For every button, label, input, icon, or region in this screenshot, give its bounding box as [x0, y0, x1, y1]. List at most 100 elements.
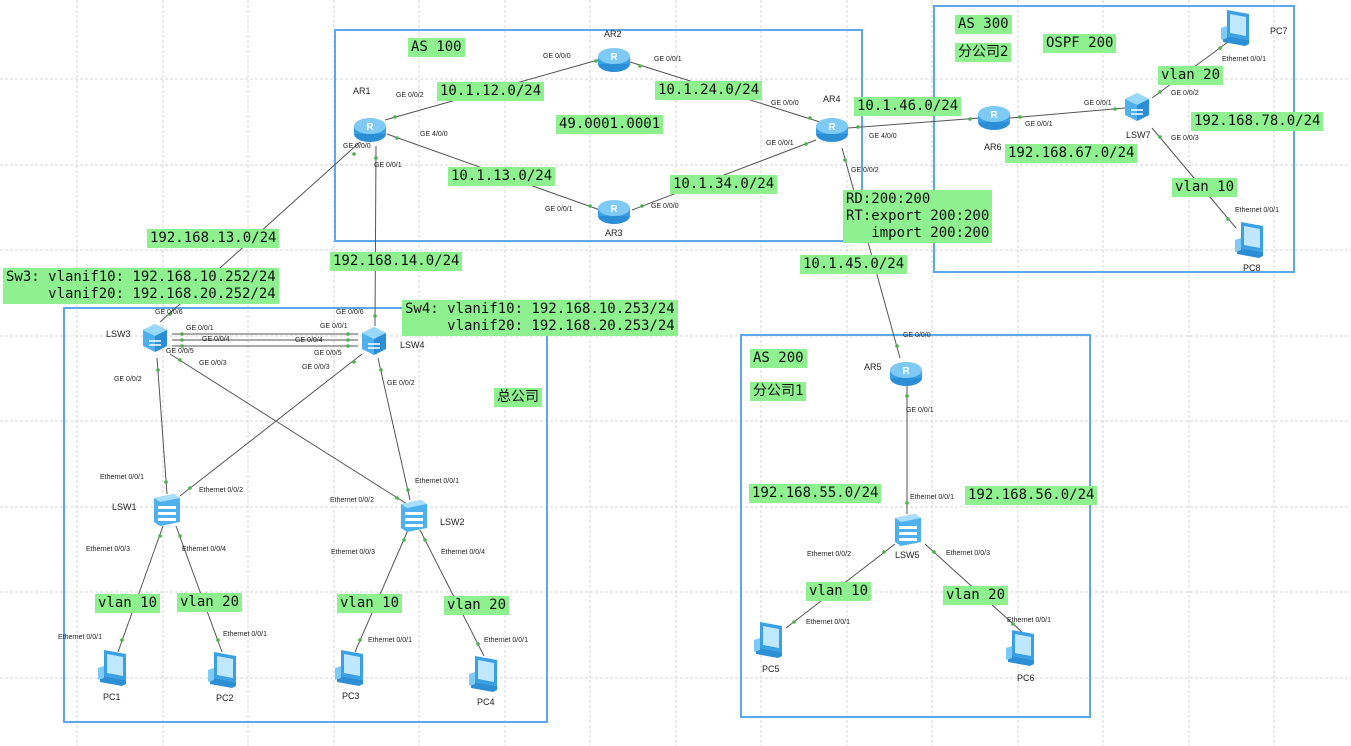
port-label: GE 0/0/4: [202, 336, 230, 343]
l2-switch-icon: [401, 500, 427, 532]
port-label: Ethernet 0/0/1: [484, 637, 528, 644]
router-ar5[interactable]: R: [888, 358, 924, 388]
l3-switch-icon: [1125, 93, 1149, 121]
pc-icon: [754, 622, 782, 658]
port-label: GE 0/0/1: [374, 162, 402, 169]
link-lsw1-pc2[interactable]: [175, 525, 223, 653]
router-ar6[interactable]: R: [976, 102, 1012, 132]
device-label-pc4: PC4: [477, 697, 495, 707]
router-ar2[interactable]: R: [596, 44, 632, 74]
link-ar4-ar6[interactable]: [847, 117, 981, 129]
branch2-label: 分公司2: [955, 43, 1012, 62]
sw4-config-label: Sw4: vlanif10: 192.168.10.253/24 vlanif2…: [402, 300, 678, 336]
device-label-ar6: AR6: [984, 142, 1002, 152]
pc-icon: [469, 656, 497, 692]
branch1-label: 分公司1: [750, 382, 807, 401]
port-label: GE 0/0/4: [295, 337, 323, 344]
switch-lsw3[interactable]: [139, 322, 171, 354]
port-label: GE 0/0/0: [651, 203, 679, 210]
link-lsw1-pc1[interactable]: [117, 525, 164, 653]
port-label: Ethernet 0/0/3: [946, 550, 990, 557]
port-label: Ethernet 0/0/1: [910, 494, 954, 501]
device-label-lsw5: LSW5: [895, 550, 920, 560]
pc-pc2[interactable]: [206, 650, 242, 690]
link-lsw3-lsw1[interactable]: [156, 357, 168, 495]
port-label: GE 0/0/0: [903, 332, 931, 339]
port-label: GE 0/0/3: [302, 364, 330, 371]
pc-icon: [208, 652, 236, 688]
svg-text:R: R: [828, 122, 836, 133]
port-label: GE 0/0/1: [545, 206, 573, 213]
pc-pc8[interactable]: [1233, 220, 1269, 260]
port-label: Ethernet 0/0/1: [806, 619, 850, 626]
link-lsw2-pc4[interactable]: [419, 529, 485, 657]
port-label: GE 0/0/2: [851, 167, 879, 174]
port-label: Ethernet 0/0/2: [330, 497, 374, 504]
subnet-label: 192.168.14.0/24: [330, 252, 463, 271]
port-label: GE 0/0/3: [1171, 135, 1199, 142]
l2-switch-icon: [154, 494, 180, 526]
link-ar4-ar5[interactable]: [841, 147, 901, 359]
port-label: GE 0/0/1: [1084, 100, 1112, 107]
switch-lsw1[interactable]: [150, 492, 184, 526]
device-label-lsw7: LSW7: [1126, 130, 1151, 140]
router-icon: R: [890, 362, 922, 386]
subnet-label: 10.1.13.0/24: [448, 167, 556, 186]
router-ar4[interactable]: R: [814, 114, 850, 144]
subnet-label: 10.1.34.0/24: [670, 175, 778, 194]
port-label: Ethernet 0/0/1: [58, 634, 102, 641]
device-label-ar1: AR1: [353, 86, 371, 96]
port-label: GE 0/0/1: [906, 407, 934, 414]
link-lsw4-lsw2[interactable]: [377, 357, 411, 501]
router-ar3[interactable]: R: [596, 196, 632, 226]
isis-area-label: 49.0001.0001: [556, 115, 664, 134]
device-label-ar2: AR2: [604, 29, 622, 39]
vlan-label: vlan 20: [1158, 66, 1224, 85]
pc-pc5[interactable]: [752, 620, 788, 660]
pc-pc1[interactable]: [96, 648, 132, 688]
vlan-label: vlan 10: [95, 594, 161, 613]
router-icon: R: [816, 118, 848, 142]
pc-pc7[interactable]: [1219, 8, 1255, 48]
device-label-pc2: PC2: [216, 693, 234, 703]
device-label-ar4: AR4: [823, 94, 841, 104]
link-ar6-lsw7[interactable]: [1009, 107, 1126, 119]
pc-pc4[interactable]: [467, 654, 503, 694]
port-label: Ethernet 0/0/1: [223, 631, 267, 638]
area-as200: [740, 334, 1091, 718]
link-lsw3-lsw2[interactable]: [169, 353, 408, 505]
port-label: Ethernet 0/0/3: [86, 546, 130, 553]
switch-lsw7[interactable]: [1121, 91, 1153, 123]
pc-pc3[interactable]: [333, 648, 369, 688]
switch-lsw5[interactable]: [891, 512, 925, 546]
port-label: GE 0/0/1: [766, 140, 794, 147]
router-ar1[interactable]: R: [352, 114, 388, 144]
port-label: GE 0/0/1: [1025, 121, 1053, 128]
link-ar1-lsw4[interactable]: [374, 145, 377, 327]
switch-lsw2[interactable]: [397, 498, 431, 532]
svg-text:R: R: [902, 366, 910, 377]
router-icon: R: [598, 48, 630, 72]
pc-pc6[interactable]: [1004, 628, 1040, 668]
device-label-ar3: AR3: [605, 228, 623, 238]
vlan-label: vlan 20: [444, 596, 510, 615]
port-label: GE 0/0/5: [166, 348, 194, 355]
port-label: Ethernet 0/0/1: [100, 474, 144, 481]
device-label-lsw2: LSW2: [440, 517, 465, 527]
device-label-pc6: PC6: [1017, 673, 1035, 683]
switch-lsw4[interactable]: [358, 325, 390, 357]
port-label: GE 4/0/0: [869, 133, 897, 140]
subnet-label: 192.168.56.0/24: [965, 486, 1098, 505]
link-lsw2-pc3[interactable]: [354, 529, 409, 653]
link-lsw4-lsw1[interactable]: [179, 353, 363, 497]
router-icon: R: [978, 106, 1010, 130]
device-label-lsw1: LSW1: [112, 502, 137, 512]
svg-text:R: R: [610, 52, 618, 63]
port-label: GE 0/0/6: [155, 309, 183, 316]
l2-switch-icon: [895, 514, 921, 546]
device-label-lsw3: LSW3: [106, 329, 131, 339]
port-label: GE 0/0/3: [199, 360, 227, 367]
router-icon: R: [598, 200, 630, 224]
